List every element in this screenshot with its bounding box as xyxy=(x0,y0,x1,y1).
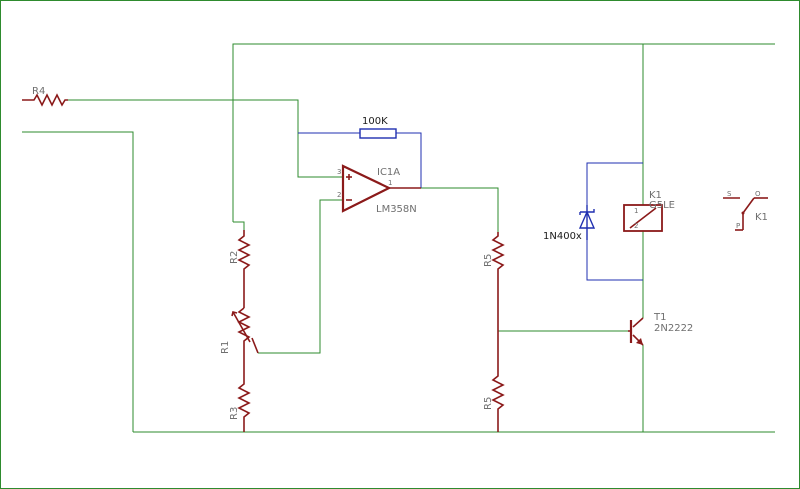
resistor-100k: 100K xyxy=(359,116,397,139)
r1-label: R1 xyxy=(220,341,231,354)
contact-ref-label: K1 xyxy=(755,212,768,223)
resistor-r5-bottom: R5 xyxy=(483,331,505,432)
potentiometer-r1: R1 xyxy=(220,282,259,380)
r4-to-plus-wire xyxy=(68,99,343,178)
relay-ref-label: K1 xyxy=(649,190,662,201)
contact-pin-s: S xyxy=(727,190,732,198)
transistor-t1: T1 2N2222 xyxy=(628,312,693,346)
wires-green xyxy=(22,43,775,433)
feedback-resistor-label: 100K xyxy=(362,116,388,127)
out-to-r5-wire xyxy=(421,187,499,232)
resistor-r2: R2 xyxy=(229,230,251,282)
r5-top-label: R5 xyxy=(483,254,494,267)
opamp-pin-out: 1 xyxy=(388,179,392,187)
diode-1n400x: 1N400x xyxy=(543,205,596,242)
relay-k1-contact: S O P K1 xyxy=(723,190,768,231)
input-lower-wire xyxy=(22,131,134,432)
relay-pin-2: 2 xyxy=(634,222,638,230)
r4-label: R4 xyxy=(32,86,45,97)
r2-label: R2 xyxy=(229,251,240,264)
relay-pin-1: 1 xyxy=(634,207,638,215)
opamp-ref-label: IC1A xyxy=(377,167,400,178)
opamp-pin-minus: 2 xyxy=(337,191,341,199)
wiper-to-minus-wire xyxy=(258,199,343,354)
r5-bottom-label: R5 xyxy=(483,397,494,410)
resistor-r3: R3 xyxy=(229,380,251,432)
relay-k1-coil: 1 2 K1 G5LE xyxy=(623,190,675,232)
transistor-ref-label: T1 xyxy=(653,312,666,323)
resistor-r4: R4 xyxy=(22,86,68,107)
diode-label: 1N400x xyxy=(543,231,582,242)
feedback-right-wire xyxy=(396,132,422,188)
r3-label: R3 xyxy=(229,407,240,420)
opamp-part-label: LM358N xyxy=(376,204,417,215)
opamp-pin-plus: 3 xyxy=(337,168,341,176)
transistor-part-label: 2N2222 xyxy=(654,323,693,334)
r2-lead-wire xyxy=(233,221,245,230)
top-rail-wire xyxy=(232,43,775,222)
relay-part-label: G5LE xyxy=(649,200,675,211)
contact-pin-p: P xyxy=(736,222,740,230)
opamp-ic1a: 3 2 1 IC1A LM358N xyxy=(337,164,421,215)
resistor-r5-top: R5 xyxy=(483,232,505,331)
contact-pin-o: O xyxy=(755,190,761,198)
